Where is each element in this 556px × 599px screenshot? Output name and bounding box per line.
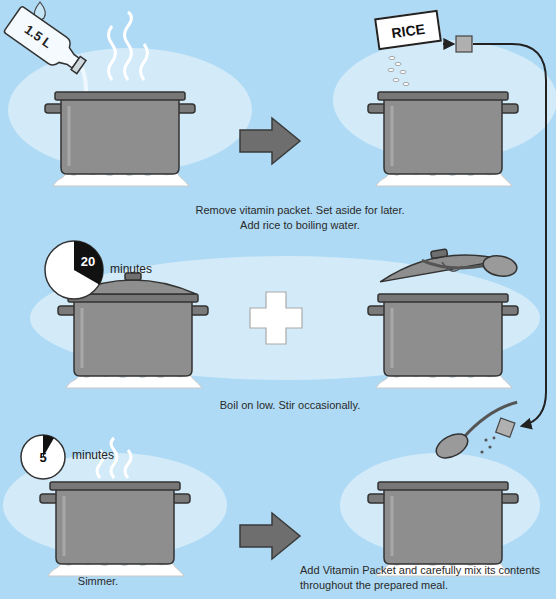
cooking-pot	[368, 294, 518, 388]
step-caption: Remove vitamin packet. Set aside for lat…	[189, 203, 411, 233]
step-caption: Boil on low. Stir occasionally.	[140, 398, 440, 413]
timer-circle	[45, 241, 103, 299]
timer-unit: minutes	[72, 448, 114, 462]
steam	[125, 450, 131, 478]
rice-grain	[395, 62, 401, 65]
timer-dial: 5minutes	[20, 434, 66, 480]
bottle-cap	[71, 57, 86, 74]
timer-number: 20	[74, 254, 102, 270]
sprinkle	[484, 438, 487, 441]
vitamin-packet	[456, 36, 472, 52]
rice-grain	[388, 68, 394, 71]
cooking-pot	[368, 482, 518, 576]
timer-face	[45, 241, 103, 299]
timer-dial-outline	[44, 240, 104, 300]
sprinkle	[493, 437, 496, 440]
plus-sign	[250, 292, 302, 344]
rice-grain	[403, 82, 409, 85]
sprinkle	[480, 450, 483, 453]
step-arrow	[240, 118, 300, 164]
spoon	[432, 400, 525, 463]
rice-grain	[393, 78, 399, 81]
steam	[109, 26, 116, 80]
rice-grain	[389, 56, 395, 59]
steam	[141, 44, 148, 80]
step-caption: Add Vitamin Packet and carefully mix its…	[300, 563, 552, 593]
box-label: RICE	[377, 19, 439, 44]
bottle-body	[3, 6, 84, 76]
cooking-pot	[45, 92, 195, 186]
timer-circle	[21, 435, 65, 479]
timer-dial: 20minutes	[44, 240, 104, 300]
timer-number: 5	[31, 450, 55, 466]
timer-unit: minutes	[110, 262, 152, 276]
cooking-pot	[40, 482, 190, 576]
step-arrow	[240, 513, 300, 559]
timer-wedge	[74, 241, 103, 285]
spoon	[421, 243, 518, 280]
pointer-arrow	[443, 43, 453, 45]
rice-grain	[400, 70, 406, 73]
cooking-pot	[58, 294, 208, 388]
timer-face	[21, 435, 65, 479]
vitamin-packet	[496, 418, 515, 437]
sprinkle	[488, 445, 491, 448]
rice-grains	[388, 56, 409, 85]
step-caption: Simmer.	[48, 574, 148, 589]
steam	[125, 12, 132, 80]
cooking-pot	[368, 92, 518, 186]
